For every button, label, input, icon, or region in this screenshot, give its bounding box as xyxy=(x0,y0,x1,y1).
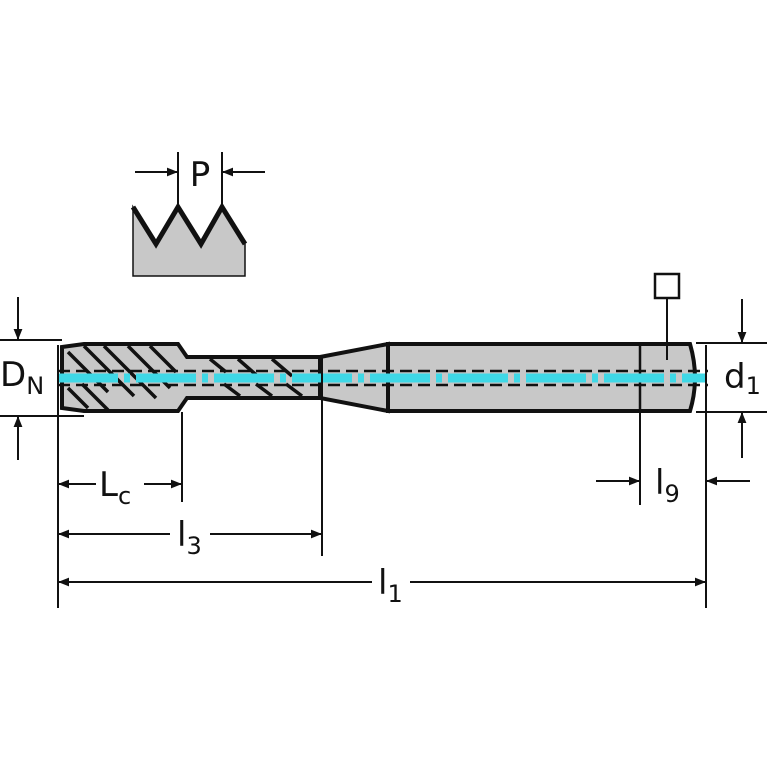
thread-profile-teeth xyxy=(130,202,248,249)
extension-lines xyxy=(57,345,707,608)
square-drive-indicator xyxy=(653,272,681,360)
thread-length-subscript: 3 xyxy=(186,532,201,560)
svg-text:d1: d1 xyxy=(724,357,761,400)
square-length-subscript: 9 xyxy=(664,480,679,508)
svg-text:l1: l1 xyxy=(378,563,403,608)
nominal-diameter-label: D xyxy=(0,355,26,395)
dimension-overall-length: l1 xyxy=(58,563,706,608)
nominal-diameter-subscript: N xyxy=(26,372,44,400)
svg-text:l9: l9 xyxy=(655,463,680,508)
shank-diameter-subscript: 1 xyxy=(746,372,761,400)
svg-text:Lc: Lc xyxy=(99,465,131,510)
pitch-label: P xyxy=(190,155,211,195)
shank-diameter-label: d xyxy=(724,357,746,397)
chamfer-length-subscript: c xyxy=(118,482,131,510)
thread-length-label: l xyxy=(177,515,186,555)
coolant-channel xyxy=(58,369,708,387)
thread-profile-inset: P xyxy=(130,152,265,277)
dimension-nominal-diameter: DN xyxy=(0,297,84,460)
dimension-square-length: l9 xyxy=(596,463,750,508)
chamfer-length-label: L xyxy=(99,465,118,505)
dimension-thread-length: l3 xyxy=(58,515,322,560)
svg-text:DN: DN xyxy=(0,355,44,400)
svg-text:l3: l3 xyxy=(177,515,202,560)
overall-length-subscript: 1 xyxy=(387,580,402,608)
square-length-label: l xyxy=(655,463,664,503)
overall-length-label: l xyxy=(378,563,387,603)
dimension-chamfer-length: Lc xyxy=(58,465,182,510)
square-symbol-icon xyxy=(653,272,681,300)
dimension-shank-diameter: d1 xyxy=(696,299,767,458)
